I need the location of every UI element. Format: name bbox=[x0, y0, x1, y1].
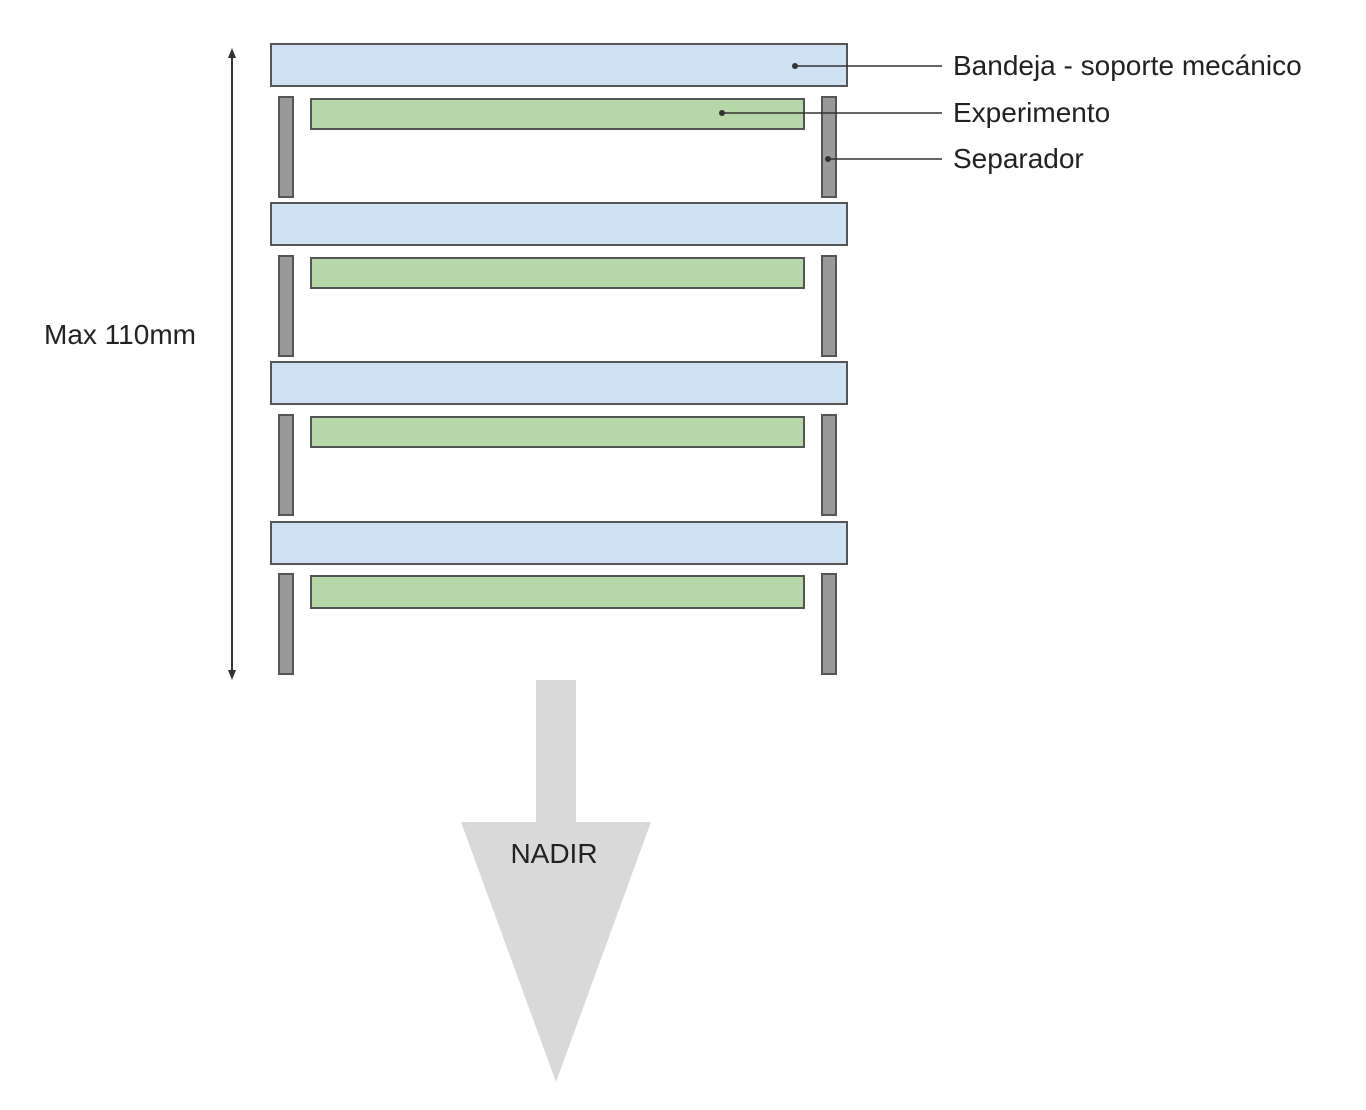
callout-separator-dot bbox=[825, 156, 831, 162]
experiment-label: Experimento bbox=[953, 97, 1110, 128]
separator-left-4 bbox=[278, 573, 294, 675]
separator-left-3 bbox=[278, 414, 294, 516]
dimension-label: Max 110mm bbox=[44, 319, 196, 350]
separator-right-2 bbox=[821, 255, 837, 357]
separator-left-1 bbox=[278, 96, 294, 198]
tray-2 bbox=[270, 202, 848, 246]
dimension-arrow bbox=[228, 48, 236, 680]
dimension-arrowhead-bottom bbox=[228, 670, 236, 680]
separator-right-4 bbox=[821, 573, 837, 675]
callout-experiment bbox=[719, 110, 942, 116]
experiment-3 bbox=[310, 416, 805, 448]
stack-level-1 bbox=[270, 43, 848, 198]
experiment-2 bbox=[310, 257, 805, 289]
tray-label: Bandeja - soporte mecánico bbox=[953, 50, 1302, 81]
tray-3 bbox=[270, 361, 848, 405]
tray-4 bbox=[270, 521, 848, 565]
separator-right-1 bbox=[821, 96, 837, 198]
nadir-arrow-head bbox=[461, 822, 651, 1082]
callout-tray bbox=[792, 63, 942, 69]
separator-label: Separador bbox=[953, 143, 1084, 174]
callout-separator bbox=[825, 156, 942, 162]
dimension-arrowhead-top bbox=[228, 48, 236, 58]
nadir-arrow bbox=[461, 680, 651, 1082]
nadir-label: NADIR bbox=[510, 838, 597, 869]
stack-level-3 bbox=[270, 361, 848, 516]
stack-level-2 bbox=[270, 202, 848, 357]
tray-1 bbox=[270, 43, 848, 87]
callout-experiment-dot bbox=[719, 110, 725, 116]
stack-level-4 bbox=[270, 521, 848, 675]
separator-left-2 bbox=[278, 255, 294, 357]
nadir-arrow-shaft bbox=[536, 680, 576, 824]
callout-tray-dot bbox=[792, 63, 798, 69]
experiment-4 bbox=[310, 575, 805, 609]
separator-right-3 bbox=[821, 414, 837, 516]
experiment-1 bbox=[310, 98, 805, 130]
